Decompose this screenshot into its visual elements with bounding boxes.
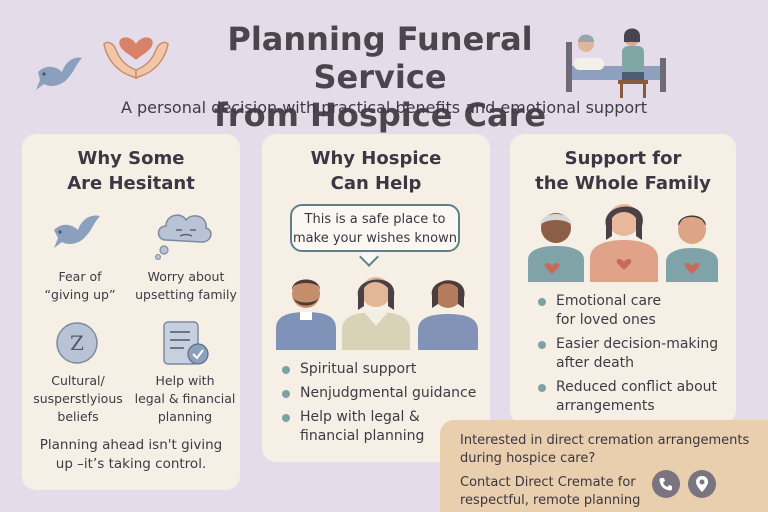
- hesitant-item-fear: Fear of “giving up”: [44, 269, 116, 302]
- callout-question: Interested in direct cremation arrangeme…: [460, 433, 750, 466]
- card-hesitant-title: Why Some Are Hesitant: [67, 148, 195, 194]
- page-subtitle: A personal decision with practical benef…: [120, 98, 648, 117]
- care-team-illustration: [276, 277, 478, 350]
- family-illustration: [528, 204, 718, 282]
- list-item: Nenjudgmental guidance: [280, 384, 480, 403]
- page-title: Planning Funeral Service from Hospice Ca…: [213, 20, 547, 134]
- bullet-dot: [282, 366, 290, 374]
- hesitant-item-cultural: Cultural/ susperstlyious beliefs: [33, 373, 123, 424]
- dove-icon: [54, 215, 100, 248]
- bullet-dot: [538, 341, 546, 349]
- card-family: Support for the Whole Family Emotional c…: [510, 134, 736, 424]
- hospice-benefits-list: Spiritual support Nenjudgmental guidance…: [280, 360, 480, 451]
- hospice-bed-scene: [566, 28, 666, 98]
- phone-button[interactable]: [652, 470, 680, 498]
- bullet-dot: [538, 298, 546, 306]
- heart-in-hands-icon: [103, 37, 169, 80]
- hesitant-item-worry: Worry about upsetting family: [135, 269, 237, 302]
- location-button[interactable]: [688, 470, 716, 498]
- card-hesitant: Why Some Are Hesitant Fear of “giving up…: [22, 134, 240, 490]
- bullet-dot: [282, 414, 290, 422]
- bullet-dot: [538, 384, 546, 392]
- card-hospice-title: Why Hospice Can Help: [310, 148, 442, 194]
- list-item: Spiritual support: [280, 360, 480, 379]
- checklist-icon: [163, 321, 209, 365]
- hesitant-item-legal: Help with legal & financial planning: [134, 373, 236, 424]
- worry-cloud-icon: [155, 214, 212, 260]
- phone-icon: [659, 478, 672, 491]
- card-family-title: Support for the Whole Family: [535, 148, 711, 194]
- contact-callout: Interested in direct cremation arrangeme…: [440, 420, 768, 512]
- bullet-dot: [282, 390, 290, 398]
- card-hospice: Why Hospice Can Help This is a safe plac…: [262, 134, 490, 462]
- cultural-symbol-icon: Z: [56, 322, 98, 364]
- list-item: Help with legal &financial planning: [280, 408, 480, 446]
- svg-text:Z: Z: [70, 331, 84, 355]
- dove-icon: [36, 57, 82, 90]
- speech-bubble: This is a safe place to make your wishes…: [290, 204, 460, 252]
- location-pin-icon: [696, 476, 708, 492]
- hesitant-footer: Planning ahead isn't giving up –it’s tak…: [39, 437, 223, 472]
